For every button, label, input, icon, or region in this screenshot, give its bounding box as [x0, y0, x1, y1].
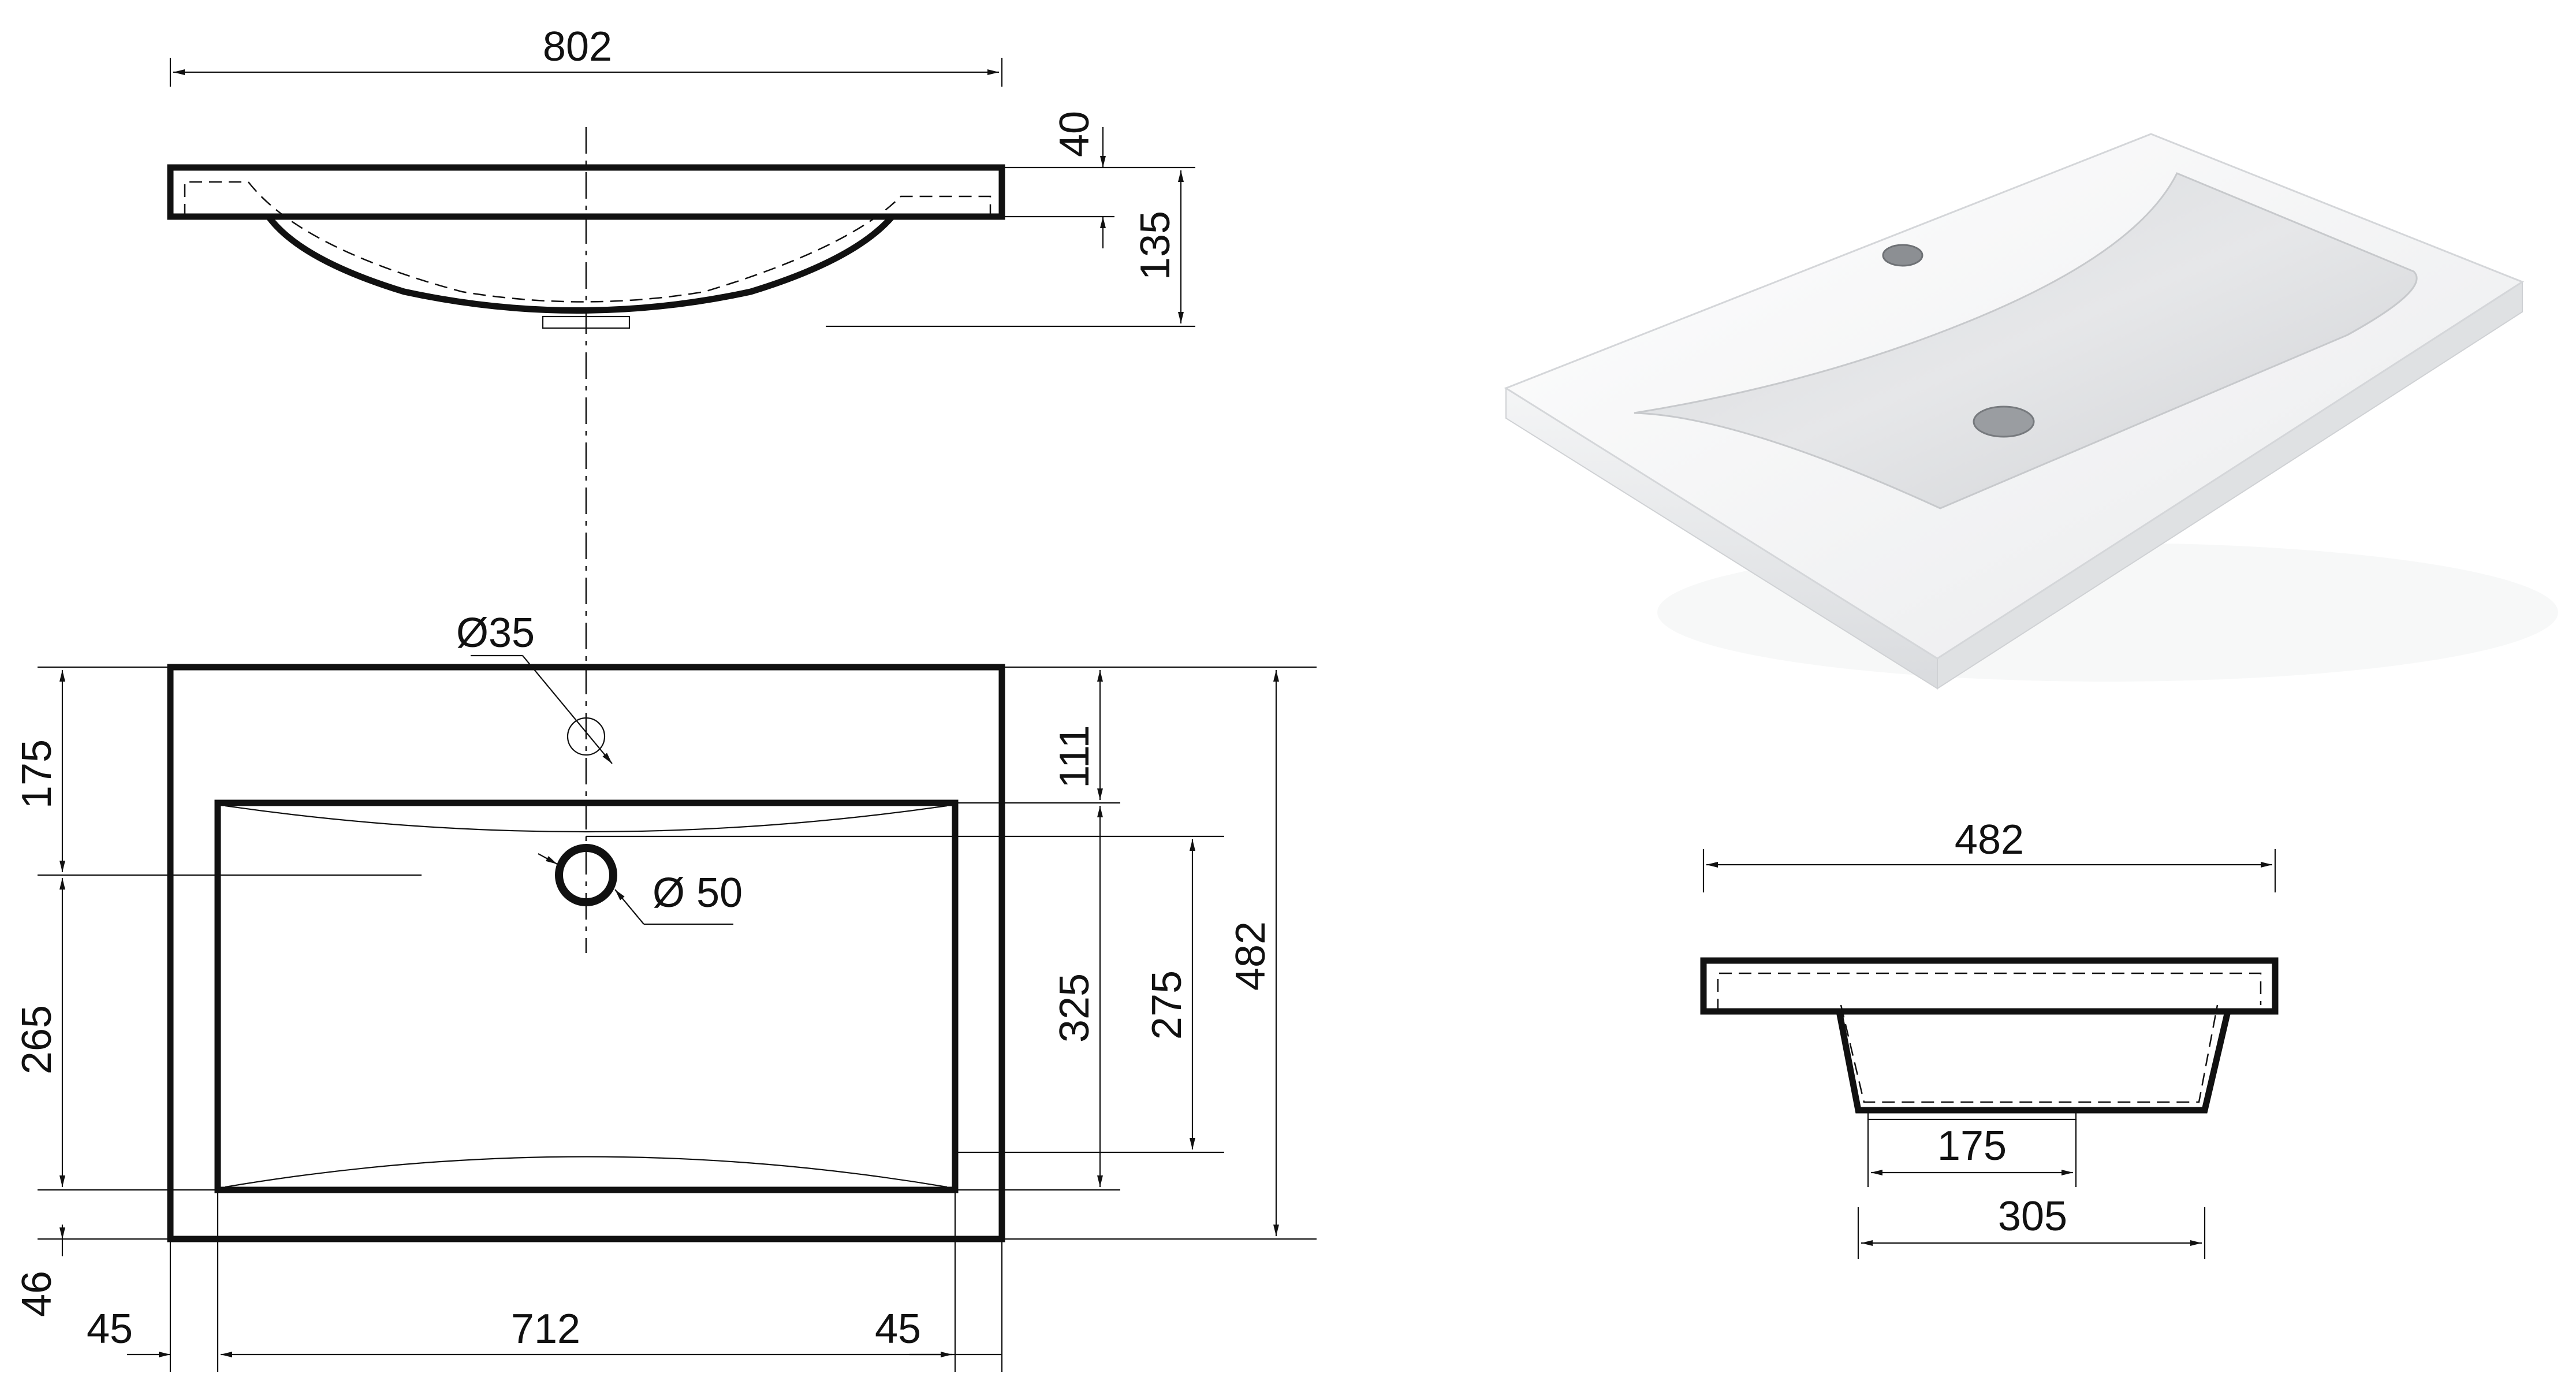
leader — [538, 853, 558, 865]
render-drain-hole — [1973, 405, 2035, 438]
dim-label-175: 175 — [14, 739, 60, 809]
dim-label-40: 40 — [1052, 111, 1098, 157]
dim-label-265: 265 — [14, 1005, 60, 1074]
dim-label-305-side: 305 — [1998, 1193, 2067, 1240]
dim-label-175-side: 175 — [1937, 1123, 2007, 1169]
dim-label-46: 46 — [14, 1271, 60, 1317]
leader — [522, 655, 613, 764]
bowl-front-curve — [225, 1156, 948, 1188]
dim-label-482: 482 — [1228, 921, 1274, 991]
plan-bowl — [214, 799, 959, 1193]
tap-hole-label: Ø35 — [456, 610, 535, 656]
dim-label-802: 802 — [543, 24, 612, 70]
top-rim — [167, 164, 1005, 220]
side-bowl-outline — [1836, 1010, 2231, 1114]
drain-hole — [555, 844, 617, 906]
dim-label-712: 712 — [511, 1306, 580, 1352]
drain-hole-label: Ø 50 — [653, 870, 743, 916]
leader — [614, 889, 644, 925]
dim-label-45-right: 45 — [875, 1306, 921, 1352]
side-drain-stub — [1867, 1109, 2077, 1121]
dim-label-325: 325 — [1052, 973, 1098, 1043]
dim-label-111: 111 — [1052, 725, 1098, 788]
tap-hole — [566, 717, 606, 756]
dim-label-482-side: 482 — [1955, 817, 2024, 863]
side-rim — [1700, 957, 2279, 1015]
render-tap-hole — [1882, 244, 1923, 267]
dim-label-135: 135 — [1132, 211, 1179, 280]
top-section-view: 802 40 135 — [167, 24, 1195, 329]
bowl-back-curve — [225, 805, 948, 833]
render-bowl — [1634, 172, 2418, 509]
plan-view: Ø35 Ø 50 111 325 275 482 175 265 46 — [14, 610, 1317, 1372]
sink-3d-render — [1504, 133, 2558, 690]
side-section-view: 482 175 305 — [1700, 817, 2279, 1259]
dim-label-275: 275 — [1144, 970, 1190, 1040]
dim-label-45-left: 45 — [87, 1306, 133, 1352]
plan-outline — [167, 664, 1005, 1242]
top-bowl-outline — [266, 214, 895, 314]
top-bowl-hidden — [184, 181, 991, 303]
side-bowl-hidden — [1717, 972, 2262, 1103]
